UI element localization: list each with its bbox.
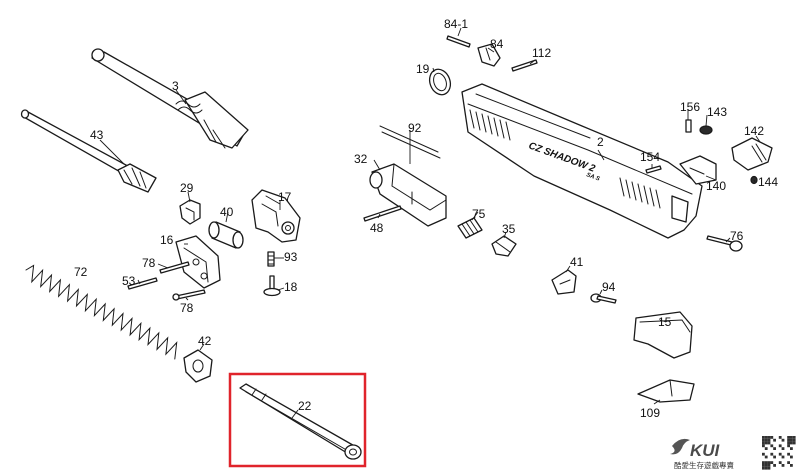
label-75: 75 [472,207,486,221]
label-94: 94 [602,280,616,294]
label-48: 48 [370,221,384,235]
part-72-recoil-spring [25,264,178,360]
part-75-spring [457,217,483,239]
label-17: 17 [278,190,292,204]
part-29-hopup-chamber [179,199,201,225]
label-72: 72 [74,265,88,279]
label-112: 112 [532,46,551,60]
slide-serrations [469,109,661,209]
part-93-small-spring [267,251,275,267]
brand-swirl-icon [670,438,690,455]
part-76-screw [706,235,743,252]
part-15-block [633,311,693,359]
leader-lines [99,27,761,419]
label-3: 3 [172,79,179,93]
part-41-plate [551,269,577,295]
label-32: 32 [354,152,368,166]
part-140-sight-base [679,155,717,185]
part-18-screw [263,275,281,297]
part-35-valve [491,235,517,257]
label-140: 140 [706,179,726,193]
label-53: 53 [122,274,136,288]
part-142-rear-sight [731,137,773,171]
label-156: 156 [680,100,700,114]
label-35: 35 [502,222,516,236]
part-78-pin-upper [159,261,190,274]
part-43-inner-barrel [20,109,157,193]
part-42-spring-cup [183,349,213,383]
label-84: 84 [490,37,504,51]
part-53-pin [127,277,158,290]
label-78-upper: 78 [142,256,156,270]
label-109: 109 [640,406,660,420]
part-17-hopup-unit [251,189,301,243]
label-42: 42 [198,334,212,348]
part-16-chamber-block [175,235,221,289]
label-93: 93 [284,250,298,264]
watermark-brand: KUI [690,441,721,460]
part-143-spring [699,125,713,135]
label-76: 76 [730,229,744,243]
qr-code-icon [762,436,796,470]
label-43: 43 [90,128,104,142]
label-22: 22 [298,399,312,413]
part-3-outer-barrel [91,48,249,149]
label-78-lower: 78 [180,301,194,315]
part-92-long-spring [379,125,441,159]
label-19: 19 [416,62,430,76]
part-94-screw [590,293,617,304]
label-41: 41 [570,255,584,269]
part-78-pin-lower [172,289,206,301]
label-84-1: 84-1 [444,17,468,31]
part-22-guide-rod [239,383,362,460]
part-84-1-pin [446,35,471,48]
label-16: 16 [160,233,174,247]
part-19-o-ring [428,68,452,96]
watermark-tagline: 酷愛生存遊戲專賣 [674,460,734,470]
part-109-bracket [637,379,695,403]
part-labels: 84-1 84 112 19 3 43 92 2 156 143 142 154… [74,17,778,420]
part-32-nozzle-housing [369,163,447,227]
label-15: 15 [658,315,672,329]
slide-marking-logo: SA S [585,172,600,182]
label-144: 144 [758,175,778,189]
label-29: 29 [180,181,194,195]
label-40: 40 [220,205,234,219]
part-156-pin [685,119,692,133]
part-154-extractor-pin [645,165,662,174]
label-142: 142 [744,124,764,138]
highlight-box-22 [228,372,367,468]
label-92: 92 [408,121,422,135]
part-40-bucking [208,221,244,249]
part-2-slide: CZ SHADOW 2 SA S [461,83,703,239]
label-2: 2 [597,135,604,149]
watermark: KUI 酷愛生存遊戲專賣 [670,436,796,470]
part-84-rear-sight [477,43,501,67]
label-18: 18 [284,280,298,294]
label-143: 143 [707,105,727,119]
part-112-pin [511,59,538,72]
label-154: 154 [640,150,660,164]
part-48-pin [363,205,402,222]
